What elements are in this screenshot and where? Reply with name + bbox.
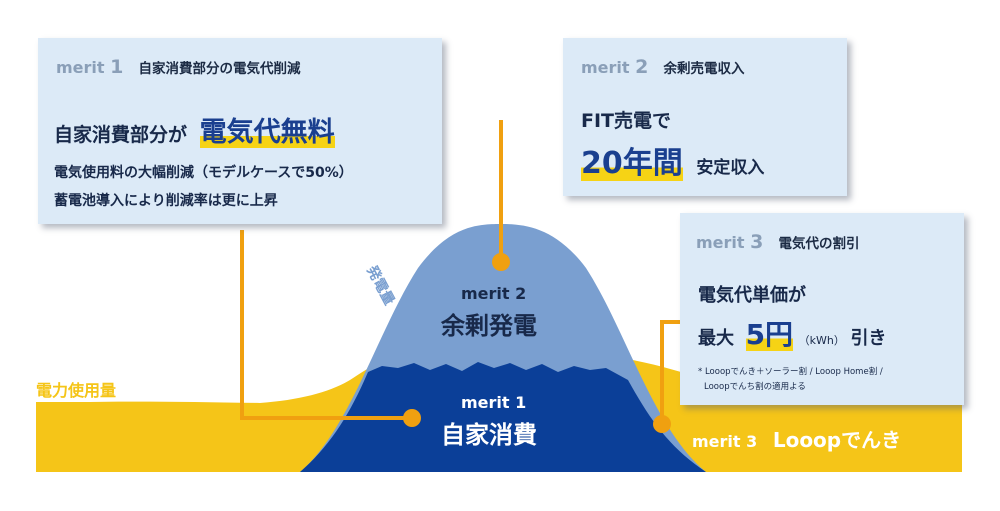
merit2-big-line: 20年間 安定収入: [581, 138, 764, 182]
merit3-prefix: 最大: [698, 328, 734, 349]
self-consumption-area: [300, 362, 706, 472]
merit1-headline-highlight: 電気代無料: [199, 117, 335, 148]
merit2-tag: merit 2: [581, 56, 649, 78]
power-usage-label: 電力使用量: [36, 381, 117, 400]
merit3-tag: merit 3: [696, 231, 764, 253]
merit3-unit: （kWh）: [798, 334, 845, 347]
merit3-line1: 電気代単価が: [698, 285, 806, 306]
merit3-suffix: 引き: [850, 328, 887, 349]
merit3-note2: Looopでんち割の適用よる: [704, 382, 806, 392]
merit1-connector-line: [240, 230, 410, 420]
merit1-marker: [403, 409, 421, 427]
merit3-marker: [653, 415, 671, 433]
merit2-card: merit 2 余剰売電収入 FIT売電で 20年間 安定収入: [563, 38, 847, 196]
merit2-title: 余剰売電収入: [663, 61, 745, 77]
merit2-big-value: 20年間: [581, 146, 683, 181]
merit1-line2: 蓄電池導入により削減率は更に上昇: [54, 193, 278, 209]
merit3-big-value: 5円: [745, 318, 794, 351]
merit2-header: merit 2 余剰売電収入: [581, 56, 744, 78]
merit3-card: merit 3 電気代の割引 電気代単価が 最大 5円 （kWh） 引き * L…: [680, 213, 964, 405]
merit2-line1: FIT売電で: [581, 110, 672, 132]
merit1-card: merit 1 自家消費部分の電気代削減 自家消費部分が 電気代無料 電気使用料…: [38, 38, 442, 224]
merit3-title: 電気代の割引: [778, 236, 860, 252]
merit2-marker: [492, 253, 510, 271]
merit1-tag: merit 1: [56, 56, 124, 78]
merit3-bottom-name: Looopでんき: [772, 428, 902, 452]
merit3-connector-line: [660, 320, 680, 422]
merit2-suffix: 安定収入: [696, 158, 765, 178]
merit2-mountain-label: 余剰発電: [441, 312, 537, 340]
merit1-title: 自家消費部分の電気代削減: [138, 61, 301, 77]
merit3-bottom-tag: merit 3: [692, 432, 758, 451]
merit1-line1: 電気使用料の大幅削減（モデルケースで50%）: [54, 165, 353, 181]
merit1-headline: 自家消費部分が 電気代無料: [54, 110, 335, 149]
merit1-headline-prefix: 自家消費部分が: [54, 124, 188, 146]
merit3-bottom-label: merit 3 Looopでんき: [692, 424, 901, 453]
merit1-mountain-tag: merit 1: [461, 393, 527, 412]
merit3-header: merit 3 電気代の割引: [696, 231, 859, 253]
merit3-big-line: 最大 5円 （kWh） 引き: [698, 313, 886, 353]
merit1-header: merit 1 自家消費部分の電気代削減: [56, 56, 300, 78]
merit1-mountain-label: 自家消費: [441, 421, 537, 449]
merit2-mountain-tag: merit 2: [461, 284, 527, 303]
merit3-note1: * Looopでんき＋ソーラー割 / Looop Home割 /: [698, 367, 883, 377]
